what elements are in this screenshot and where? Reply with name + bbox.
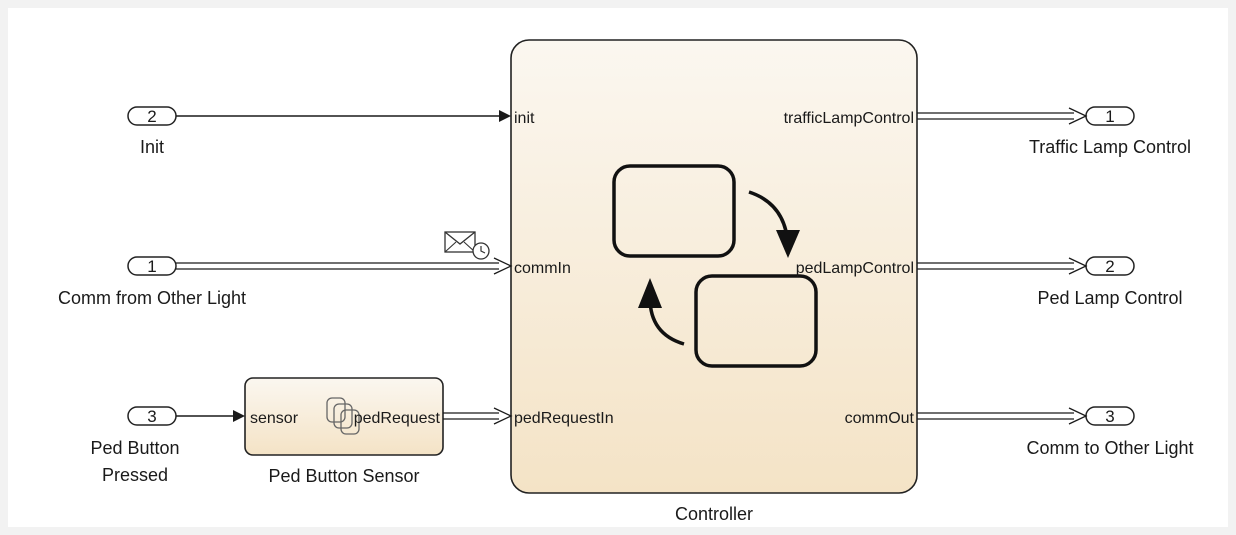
sensor-output-label: pedRequest <box>354 410 441 427</box>
controller-input-commin: commIn <box>514 260 571 277</box>
controller-input-pedrequestin: pedRequestIn <box>514 410 614 427</box>
signal-line-ped-to-sensor[interactable] <box>176 410 245 422</box>
controller-output-pedlampcontrol: pedLampControl <box>796 260 914 277</box>
signal-line-commout[interactable] <box>917 407 1088 425</box>
signal-line-pedlampcontrol[interactable] <box>917 257 1088 275</box>
inport-comm-oval[interactable] <box>127 256 177 276</box>
signal-line-init[interactable] <box>176 110 511 122</box>
controller-name: Controller <box>675 504 753 524</box>
message-envelope-icon <box>444 231 490 260</box>
diagram-svg: Controller init commIn pedRequestIn traf… <box>58 39 1194 524</box>
inport-comm-number: 1 <box>147 257 156 276</box>
controller-output-commout: commOut <box>845 410 915 427</box>
signal-line-trafficlampcontrol[interactable] <box>917 107 1088 125</box>
sensor-block-name: Ped Button Sensor <box>268 466 419 486</box>
subchart-stack-icon <box>326 397 360 435</box>
outport-comm-number: 3 <box>1105 407 1114 426</box>
signal-line-pedrequest[interactable] <box>443 407 513 425</box>
sensor-input-label: sensor <box>250 410 299 427</box>
inport-comm-from-other-light[interactable]: 1 Comm from Other Light <box>58 256 246 308</box>
inport-ped-button-pressed[interactable]: 3 Ped Button Pressed <box>90 406 180 485</box>
inport-ped-number: 3 <box>147 407 156 426</box>
model-canvas[interactable]: Controller init commIn pedRequestIn traf… <box>8 8 1228 527</box>
signal-line-commin[interactable] <box>176 257 513 275</box>
inport-ped-label-line1: Ped Button <box>90 438 179 458</box>
outport-ped-lamp-control[interactable]: 2 Ped Lamp Control <box>1037 256 1183 308</box>
inport-ped-label-line2: Pressed <box>102 465 168 485</box>
outport-comm-label: Comm to Other Light <box>1026 438 1193 458</box>
inport-init[interactable]: 2 Init <box>127 106 177 157</box>
outport-comm-to-other-light[interactable]: 3 Comm to Other Light <box>1026 406 1194 458</box>
controller-input-init: init <box>514 110 535 127</box>
inport-init-number: 2 <box>147 107 156 126</box>
inport-init-label: Init <box>140 137 164 157</box>
outport-traffic-label: Traffic Lamp Control <box>1029 137 1191 157</box>
outport-ped-label: Ped Lamp Control <box>1037 288 1182 308</box>
sensor-block-body[interactable] <box>244 377 444 456</box>
controller-output-trafficlampcontrol: trafficLampControl <box>784 110 914 127</box>
outport-traffic-number: 1 <box>1105 107 1114 126</box>
inport-comm-label: Comm from Other Light <box>58 288 246 308</box>
outport-ped-number: 2 <box>1105 257 1114 276</box>
controller-block[interactable]: Controller init commIn pedRequestIn traf… <box>510 39 918 524</box>
stateflow-chart-icon <box>612 164 818 368</box>
ped-button-sensor-block[interactable]: sensor pedRequest Ped Button Sensor <box>244 377 444 486</box>
outport-traffic-lamp-control[interactable]: 1 Traffic Lamp Control <box>1029 106 1191 157</box>
